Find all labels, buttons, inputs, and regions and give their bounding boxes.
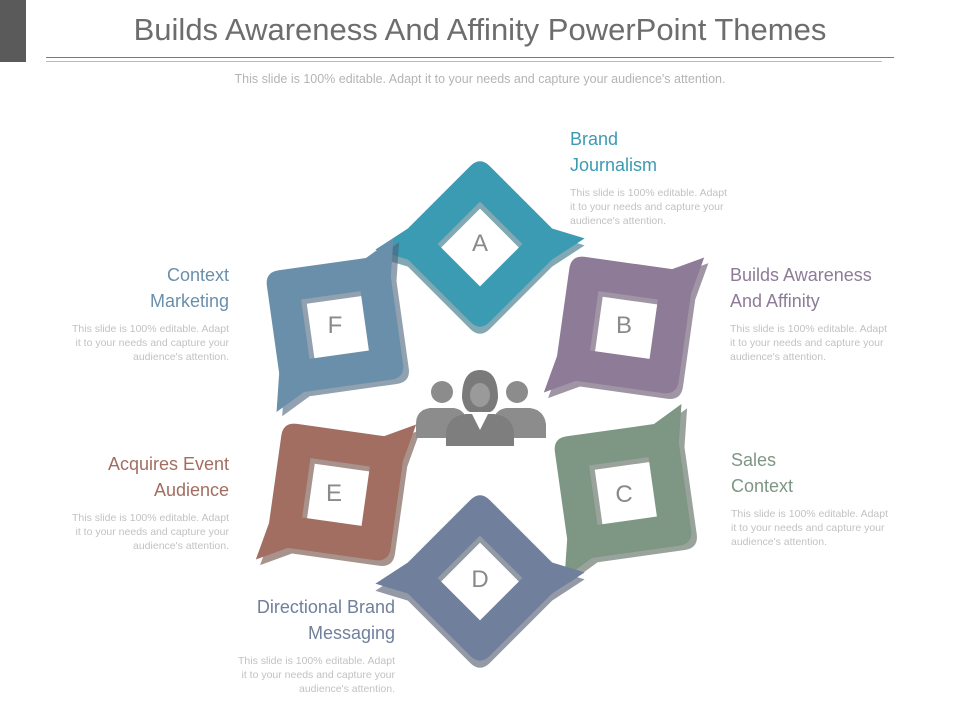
item-e-description: This slide is 100% editable. Adapt it to… [39,511,229,553]
item-a-text: Brand Journalism This slide is 100% edit… [570,126,760,228]
letter-b: B [615,312,632,339]
item-d-desc-line2: it to your needs and capture your [241,669,395,681]
slide-subtitle: This slide is 100% editable. Adapt it to… [234,72,726,86]
item-c-desc-line3: audience's attention. [731,536,827,548]
item-a-heading-line2: Journalism [570,155,658,175]
item-e-desc-line3: audience's attention. [133,540,229,552]
title-rule-secondary [46,61,882,62]
people-group-icon [416,370,546,446]
slide-title: Builds Awareness And Affinity PowerPoint… [133,12,827,47]
item-f-desc-line3: audience's attention. [133,351,229,363]
item-f-desc-line2: it to your needs and capture your [75,337,229,349]
item-a-heading: Brand Journalism [570,126,760,178]
item-c-description: This slide is 100% editable. Adapt it to… [731,507,921,549]
item-b-desc-line1: This slide is 100% editable. Adapt [730,323,888,335]
item-e-desc-line2: it to your needs and capture your [75,526,229,538]
item-e-desc-line1: This slide is 100% editable. Adapt [71,512,229,524]
letter-f: F [327,312,343,339]
item-b-description: This slide is 100% editable. Adapt it to… [730,322,920,364]
item-c-desc-line2: it to your needs and capture your [731,522,885,534]
item-b-desc-line2: it to your needs and capture your [730,337,884,349]
item-d-description: This slide is 100% editable. Adapt it to… [205,654,395,696]
item-f-desc-line1: This slide is 100% editable. Adapt [71,323,229,335]
item-f-heading-line1: Context [166,265,229,285]
item-d-text: Directional Brand Messaging This slide i… [205,594,395,696]
item-b-heading: Builds Awareness And Affinity [730,262,920,314]
item-e-heading: Acquires Event Audience [39,451,229,503]
item-c-text: Sales Context This slide is 100% editabl… [731,447,921,549]
item-d-desc-line3: audience's attention. [299,683,395,695]
item-b-desc-line3: audience's attention. [730,351,826,363]
title-rule [46,57,894,58]
item-f-heading: Context Marketing [39,262,229,314]
item-c-desc-line1: This slide is 100% editable. Adapt [731,508,889,520]
item-e-heading-line2: Audience [153,480,229,500]
item-d-heading-line2: Messaging [307,623,395,643]
item-a-description: This slide is 100% editable. Adapt it to… [570,186,760,228]
item-c-heading: Sales Context [731,447,921,499]
item-e-heading-line1: Acquires Event [107,454,229,474]
item-f-description: This slide is 100% editable. Adapt it to… [39,322,229,364]
item-b-heading-line1: Builds Awareness [730,265,872,285]
letter-e: E [325,480,342,507]
item-a-desc-line2: it to your needs and capture your [570,201,724,213]
item-f-text: Context Marketing This slide is 100% edi… [39,262,229,364]
item-a-desc-line1: This slide is 100% editable. Adapt [570,187,728,199]
item-b-heading-line2: And Affinity [730,291,820,311]
item-a-desc-line3: audience's attention. [570,215,666,227]
item-e-text: Acquires Event Audience This slide is 10… [39,451,229,553]
item-f-heading-line2: Marketing [149,291,229,311]
corner-accent [0,0,26,62]
item-a-heading-line1: Brand [570,129,619,149]
letter-c: C [615,481,633,508]
item-d-desc-line1: This slide is 100% editable. Adapt [237,655,395,667]
letter-a: A [471,230,488,257]
item-c-heading-line1: Sales [731,450,777,470]
item-c-heading-line2: Context [731,476,794,496]
item-d-heading: Directional Brand Messaging [205,594,395,646]
letter-d: D [471,566,489,593]
item-b-text: Builds Awareness And Affinity This slide… [730,262,920,364]
item-d-heading-line1: Directional Brand [256,597,395,617]
